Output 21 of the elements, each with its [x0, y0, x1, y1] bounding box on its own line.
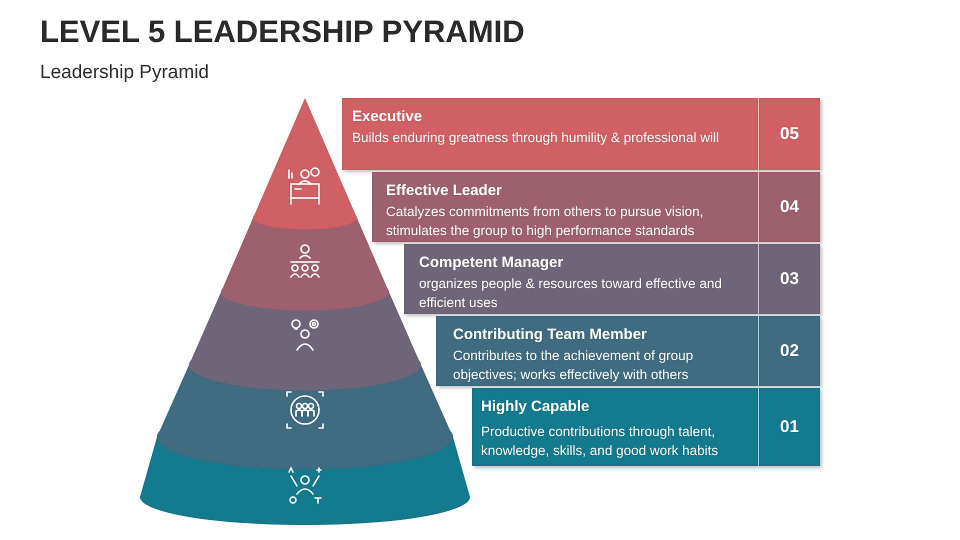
level-description: organizes people & resources toward effective and efficient uses: [419, 275, 723, 312]
level-description: Builds enduring greatness through humility & professional will: [352, 129, 720, 147]
subtitle: Leadership Pyramid: [40, 62, 209, 84]
level-description: Productive contributions through talent, knowledge, skills, and good work habits: [481, 423, 720, 460]
level-description: Contributes to the achievement of group objectives; works effectively with others: [453, 347, 694, 384]
title: LEVEL 5 LEADERSHIP PYRAMID: [40, 14, 525, 50]
level-band: [372, 172, 820, 242]
level-heading: Highly Capable: [481, 398, 590, 415]
level-number: 02: [758, 316, 820, 386]
level-description: Catalyzes commitments from others to pursue vision, stimulates the group to high performance standards: [386, 203, 704, 240]
level-number: 01: [758, 388, 820, 466]
level-heading: Contributing Team Member: [453, 326, 647, 343]
level-heading: Effective Leader: [386, 182, 502, 199]
level-number: 05: [758, 98, 820, 170]
level-number: 03: [758, 244, 820, 314]
level-number: 04: [758, 172, 820, 242]
level-band: [436, 316, 820, 386]
level-heading: Competent Manager: [419, 254, 564, 271]
level-band: [472, 388, 820, 466]
level-band: [404, 244, 820, 314]
level-heading: Executive: [352, 108, 422, 125]
